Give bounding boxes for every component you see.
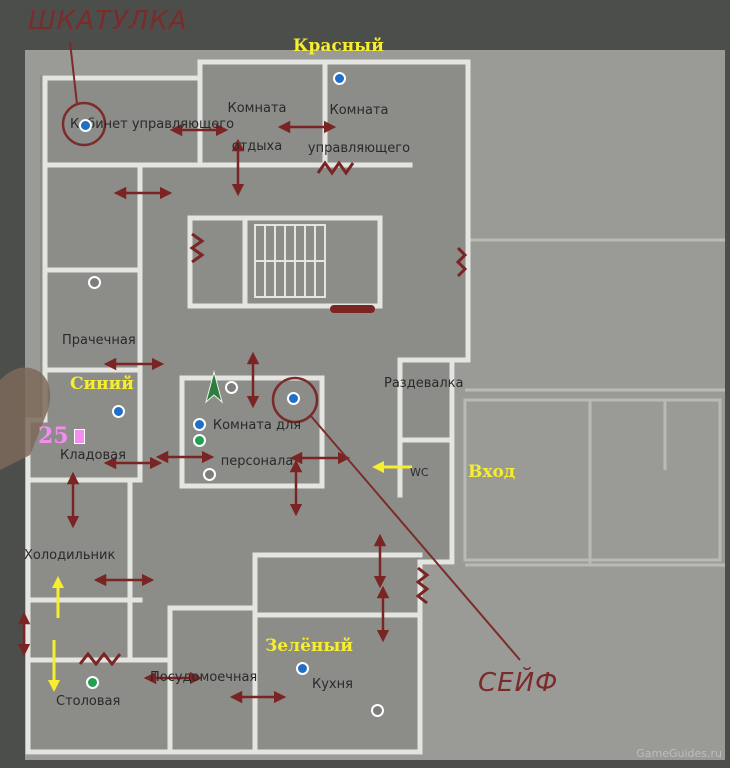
- box-circle: [61, 101, 107, 147]
- point-blue-safe[interactable]: [287, 392, 300, 405]
- point-gray-kitchen[interactable]: [371, 704, 384, 717]
- room-dishwashing: Посудомоечная: [150, 670, 258, 685]
- point-blue-red-room[interactable]: [333, 72, 346, 85]
- point-blue-kitchen[interactable]: [296, 662, 309, 675]
- point-gray-staff-2[interactable]: [203, 468, 216, 481]
- locked-door-marks: [78, 160, 468, 667]
- room-dining: Столовая: [56, 694, 121, 709]
- point-green-staff[interactable]: [193, 434, 206, 447]
- room-pantry: Кладовая: [60, 448, 126, 463]
- point-gray-staff[interactable]: [225, 381, 238, 394]
- box-pointer-line: [69, 41, 78, 105]
- green-label: Зелёный: [265, 636, 353, 656]
- room-fridge: Холодильник: [24, 548, 116, 563]
- room-laundry: Прачечная: [62, 333, 136, 348]
- yellow-arrows: [48, 461, 412, 692]
- room-manager-office: Кабинет управляющего: [70, 117, 235, 132]
- red-label: Красный: [293, 36, 384, 56]
- background-grid: [463, 238, 725, 567]
- stairs-icon: [254, 224, 326, 298]
- point-blue-pantry[interactable]: [112, 405, 125, 418]
- door-arrows: [17, 120, 390, 704]
- entrance-label: Вход: [468, 462, 516, 482]
- point-gray-laundry[interactable]: [88, 276, 101, 289]
- player-arrow-icon: [205, 370, 223, 404]
- point-blue-staff[interactable]: [193, 418, 206, 431]
- room-locker: Раздевалка: [384, 376, 464, 391]
- room-wc: WC: [410, 466, 429, 479]
- thumb-shadow: [0, 367, 51, 470]
- box-note: ШКАТУЛКА: [28, 6, 188, 36]
- room-manager: Комната управляющего: [307, 103, 411, 156]
- point-green-dining[interactable]: [86, 676, 99, 689]
- room-rest: Комната отдыха: [227, 101, 287, 154]
- marker-square-icon: [74, 429, 85, 444]
- room-staff: Комната для персонала: [212, 418, 302, 469]
- point-blue-office[interactable]: [79, 119, 92, 132]
- marker-number: 25: [38, 423, 69, 449]
- stairs-exit-mark: [330, 305, 375, 313]
- room-kitchen: Кухня: [312, 677, 353, 692]
- safe-note: СЕЙФ: [478, 668, 559, 698]
- safe-circle: [271, 376, 319, 424]
- blue-label: Синий: [70, 374, 134, 394]
- safe-pointer-line: [309, 414, 521, 661]
- watermark: GameGuides.ru: [636, 747, 722, 760]
